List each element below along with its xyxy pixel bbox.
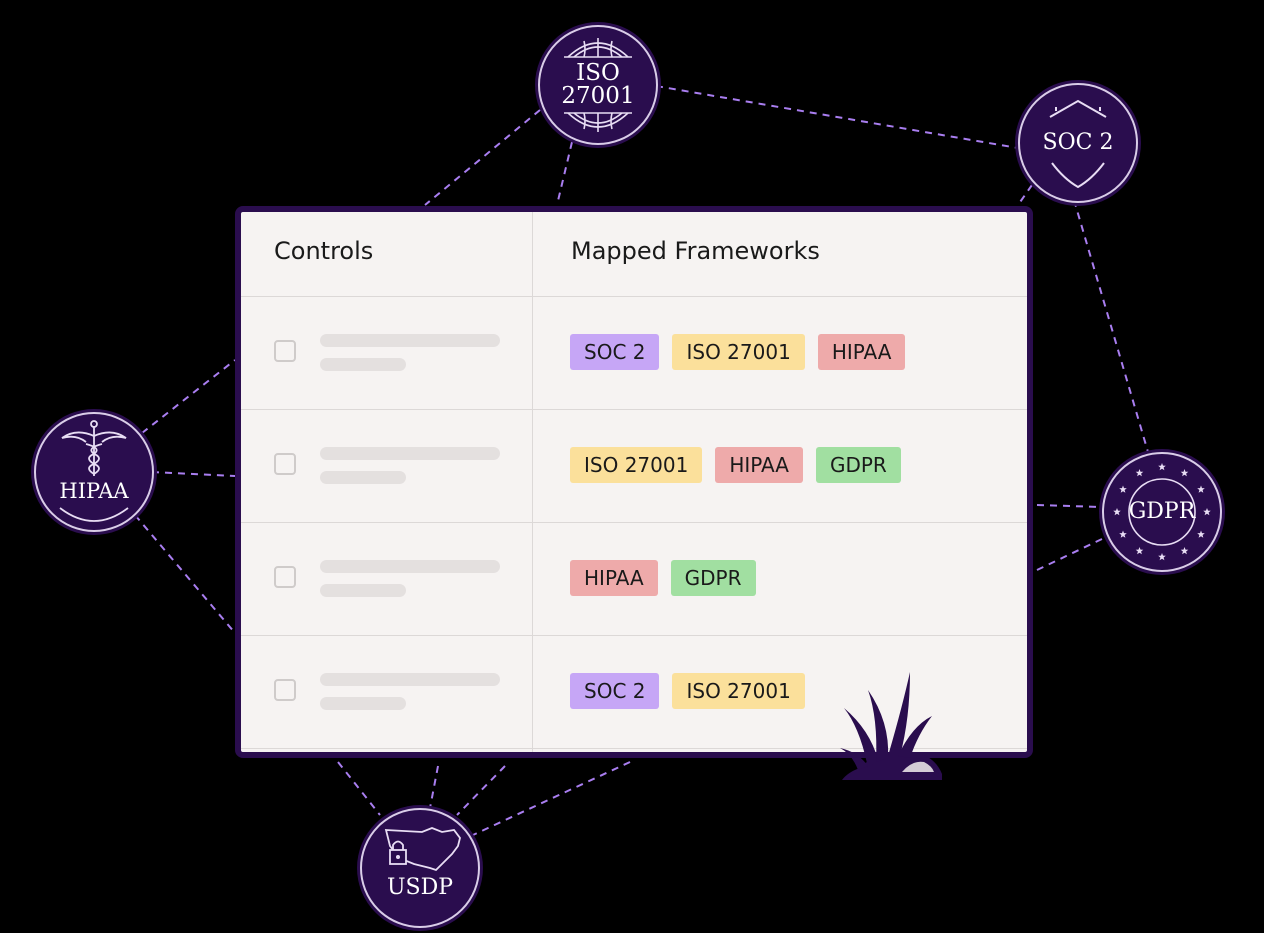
framework-tags: HIPAA GDPR — [570, 560, 756, 596]
star-icon — [1180, 547, 1189, 555]
tag-iso27001: ISO 27001 — [672, 334, 805, 370]
tag-soc2: SOC 2 — [570, 334, 660, 370]
shield-icon — [1049, 99, 1107, 189]
star-icon — [1197, 485, 1205, 493]
placeholder-line — [320, 471, 406, 484]
controls-column-header: Controls — [274, 237, 374, 265]
gdpr-badge-label: GDPR — [1128, 499, 1196, 524]
usa-map-lock-icon — [384, 827, 461, 872]
tag-soc2: SOC 2 — [570, 673, 660, 709]
row-checkbox[interactable] — [274, 566, 296, 588]
caduceus-icon — [59, 420, 129, 522]
soc-badge-label: SOC 2 — [1042, 130, 1114, 155]
placeholder-line — [320, 358, 406, 371]
tag-hipaa: HIPAA — [715, 447, 803, 483]
tag-gdpr: GDPR — [670, 560, 756, 596]
star-icon — [1135, 469, 1144, 477]
table-row: ISO 27001 HIPAA GDPR — [241, 410, 1027, 523]
frameworks-column-header: Mapped Frameworks — [571, 237, 820, 265]
star-icon — [1113, 508, 1121, 516]
row-checkbox[interactable] — [274, 453, 296, 475]
star-icon — [1197, 530, 1205, 538]
framework-tags: SOC 2 ISO 27001 HIPAA — [570, 334, 906, 370]
star-icon — [1119, 530, 1127, 538]
placeholder-line — [320, 584, 406, 597]
table-row: SOC 2 ISO 27001 — [241, 636, 1027, 749]
globe-icon — [564, 38, 632, 132]
row-checkbox[interactable] — [274, 340, 296, 362]
table-row: SOC 2 ISO 27001 HIPAA — [241, 297, 1027, 410]
row-checkbox[interactable] — [274, 679, 296, 701]
placeholder-line — [320, 560, 500, 573]
placeholder-line — [320, 673, 500, 686]
tag-hipaa: HIPAA — [570, 560, 658, 596]
tag-hipaa: HIPAA — [817, 334, 906, 370]
eu-stars-icon — [1113, 463, 1211, 561]
controls-table-card: Controls Mapped Frameworks SOC 2 ISO 270… — [235, 206, 1033, 758]
placeholder-line — [320, 447, 500, 460]
gdpr-badge: GDPR — [1102, 452, 1222, 572]
placeholder-line — [320, 334, 500, 347]
hipaa-badge-label: HIPAA — [59, 478, 129, 503]
framework-tags: ISO 27001 HIPAA GDPR — [570, 447, 901, 483]
iso-badge-line1: ISO — [576, 60, 620, 86]
tag-gdpr: GDPR — [815, 447, 901, 483]
tag-iso27001: ISO 27001 — [570, 447, 703, 483]
grass-illustration — [840, 672, 943, 780]
usdp-badge: USDP — [360, 808, 480, 928]
star-icon — [1119, 485, 1127, 493]
framework-tags: SOC 2 ISO 27001 — [570, 673, 805, 709]
iso-27001-badge: ISO 27001 — [538, 25, 658, 145]
star-icon — [1158, 553, 1166, 561]
tag-iso27001: ISO 27001 — [672, 673, 805, 709]
soc2-badge: SOC 2 — [1018, 83, 1138, 203]
placeholder-line — [320, 697, 406, 710]
star-icon — [1158, 463, 1166, 471]
table-header: Controls Mapped Frameworks — [241, 212, 1027, 297]
table-row: HIPAA GDPR — [241, 523, 1027, 636]
column-divider — [532, 212, 533, 752]
usdp-badge-label: USDP — [386, 875, 454, 900]
iso-badge-line2: 27001 — [561, 83, 635, 109]
star-icon — [1180, 469, 1189, 477]
star-icon — [1135, 547, 1144, 555]
hipaa-badge: HIPAA — [34, 412, 154, 532]
star-icon — [1203, 508, 1211, 516]
